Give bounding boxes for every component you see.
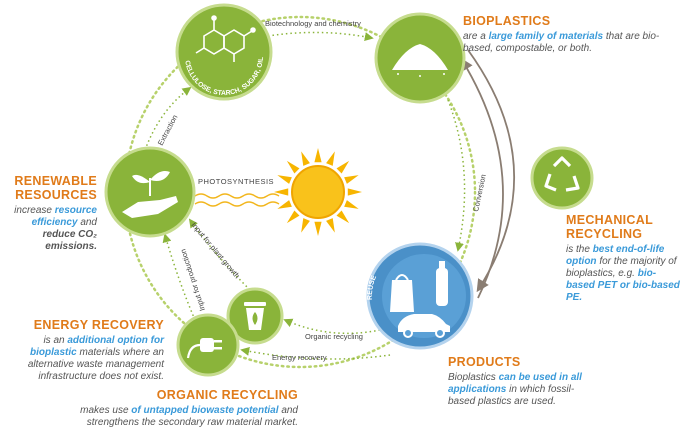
arrow-biotech: [267, 31, 374, 42]
sun-ray: [326, 151, 335, 166]
label-photosynthesis: PHOTOSYNTHESIS: [198, 177, 274, 186]
node-molecule: CELLULOSE, STARCH, SUGAR, OILS: [0, 0, 273, 101]
sun-ray: [336, 210, 350, 224]
bioplastics-text-pre: are a: [463, 31, 486, 42]
sun-icon: [274, 148, 362, 236]
products-block: PRODUCTS Bioplastics can be used in all …: [448, 355, 588, 408]
organic-highlight: of untapped biowaste potential: [131, 405, 279, 416]
energy-highlight: additional option for bioplastic: [30, 335, 164, 358]
sun-ray: [286, 160, 300, 174]
renewable-heading-1: RENEWABLE: [14, 174, 97, 188]
products-text-pre: Bioplastics: [448, 372, 496, 383]
label-conversion: Conversion: [471, 173, 488, 212]
label-plant-growth: Input for plant growth: [189, 221, 241, 281]
sun-ray: [326, 218, 335, 233]
mechanical-heading-2: RECYCLING: [566, 227, 643, 241]
node-renewable: [104, 146, 196, 238]
node-products: REUSE: [366, 242, 474, 350]
label-biotech: Biotechnology and chemistry: [265, 19, 361, 28]
mechanical-highlight-2: bio-based PET or bio-based PE.: [566, 268, 680, 303]
renewable-text-mid: and: [80, 217, 97, 228]
node-energy: [176, 313, 240, 377]
arrow-organic-recycling: [283, 318, 381, 335]
label-production: Input for production: [178, 248, 207, 312]
sun-ray: [274, 188, 289, 196]
bioplastics-text-post: that are bio-based, compostable, or both…: [463, 31, 660, 54]
bioplastics-heading: BIOPLASTICS: [463, 14, 551, 28]
mechanical-text-pre: is the: [566, 244, 590, 255]
products-heading: PRODUCTS: [448, 355, 521, 369]
plant-in-hand-icon: [122, 171, 178, 218]
label-extraction: Extraction: [156, 113, 180, 147]
photosynthesis-waves: [194, 193, 280, 207]
label-energy-recovery: Energy recovery: [272, 353, 327, 362]
powder-pile-icon: [392, 44, 448, 70]
reuse-label: REUSE: [367, 274, 378, 300]
organic-text-pre: makes use: [80, 405, 129, 416]
sun-ray: [347, 188, 362, 196]
recycle-icon: [544, 156, 580, 192]
organic-heading: ORGANIC RECYCLING: [156, 388, 298, 402]
organic-block: ORGANIC RECYCLING makes use of untapped …: [70, 388, 298, 429]
sun-ray: [301, 151, 310, 166]
node-recycle: [530, 146, 594, 210]
arrow-conversion: [447, 99, 466, 252]
renewable-highlight-1: resource efficiency: [31, 205, 97, 228]
arrow-plant-growth: [188, 218, 251, 291]
arrow-energy-recovery: [240, 346, 391, 360]
products-highlight: can be used in all applications: [448, 372, 582, 395]
compost-bin-icon: [244, 302, 266, 330]
renewable-heading-2: RESOURCES: [15, 188, 97, 202]
sun-ray: [286, 210, 300, 224]
node-bioplastics: [374, 12, 466, 104]
sun-ray: [336, 160, 350, 174]
sun-ray: [344, 175, 359, 184]
energy-text-pre: is an: [43, 335, 65, 346]
svg-text:REUSE: REUSE: [367, 274, 378, 300]
mechanical-text-mid: for the majority of bioplastics, e.g.: [566, 256, 677, 279]
products-icon: [390, 261, 450, 338]
renewable-block: RENEWABLE RESOURCES increase resource ef…: [0, 174, 97, 253]
sun-ray: [301, 218, 310, 233]
sun-ray: [344, 200, 359, 209]
mechanical-block: MECHANICAL RECYCLING is the best end-of-…: [566, 213, 681, 304]
plug-icon: [186, 338, 222, 359]
node-bin: [226, 287, 284, 345]
renewable-text-pre: increase: [14, 205, 52, 216]
bioplastics-block: BIOPLASTICS are a large family of materi…: [463, 14, 678, 55]
sun-ray: [314, 148, 322, 163]
sun-ray: [277, 200, 292, 209]
mechanical-highlight-1: best end-of-life option: [566, 244, 665, 267]
renewable-highlight-2: reduce CO₂ emissions.: [42, 229, 97, 252]
sun-ray: [314, 221, 322, 236]
energy-block: ENERGY RECOVERY is an additional option …: [4, 318, 164, 383]
energy-text-post: materials where an alternative waste man…: [27, 347, 164, 382]
molecule-icon: [195, 15, 256, 62]
bioplastics-highlight: large family of materials: [488, 31, 604, 42]
products-text-post: in which fossil-based plastics are used.: [448, 384, 575, 407]
mechanical-heading-1: MECHANICAL: [566, 213, 654, 227]
arrow-mechanical-down: [467, 49, 516, 293]
label-organic-recycling: Organic recycling: [305, 332, 363, 341]
organic-text-post: and strengthens the secondary raw materi…: [86, 405, 298, 428]
energy-heading: ENERGY RECOVERY: [33, 318, 164, 332]
sun-ray: [277, 175, 292, 184]
